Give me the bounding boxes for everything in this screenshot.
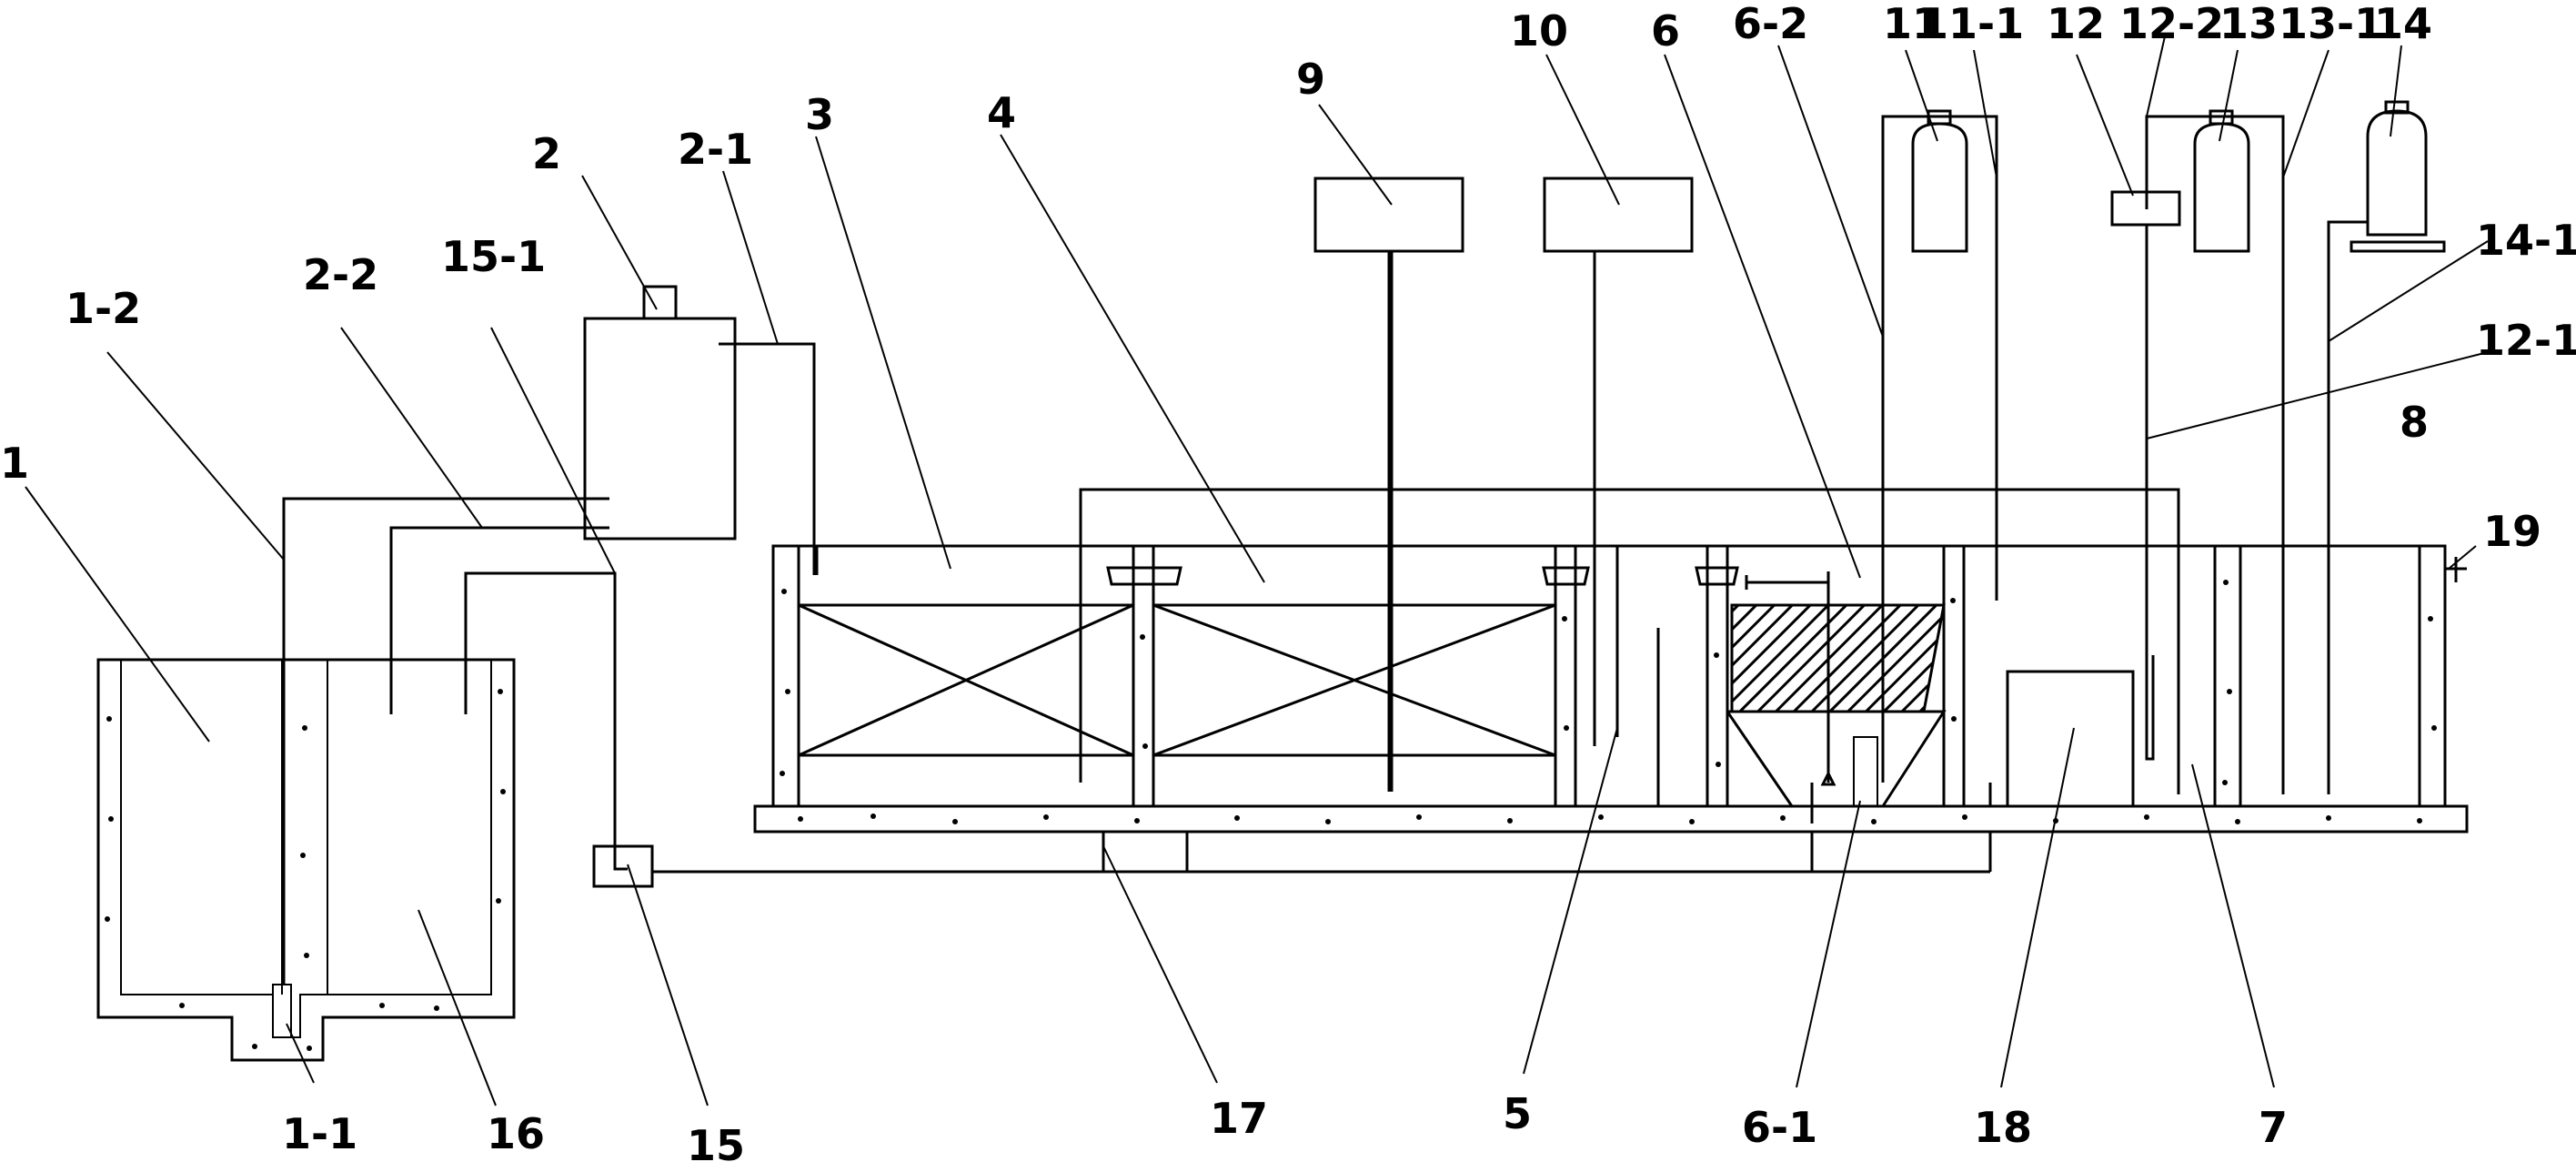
label-18: 18 <box>1974 1103 2032 1152</box>
label-14-1: 14-1 <box>2476 216 2576 265</box>
outflow-pipe <box>719 342 816 575</box>
label-12-1: 12-1 <box>2476 316 2576 365</box>
pipe-12-2 <box>2145 115 2285 794</box>
leader-lines <box>25 35 2489 1106</box>
label-11-1: 11-1 <box>1919 0 2024 48</box>
baffle-plates <box>1106 566 1739 586</box>
label-19: 19 <box>2483 507 2541 556</box>
control-box-10 <box>1543 177 1694 253</box>
lift-pipe <box>282 497 609 985</box>
label-2-2: 2-2 <box>303 250 378 299</box>
return-pipe <box>389 526 609 714</box>
tank-walls <box>771 544 2447 808</box>
label-8: 8 <box>2400 398 2429 447</box>
base-concrete-grain <box>798 813 2422 824</box>
label-2-1: 2-1 <box>678 125 753 174</box>
label-15: 15 <box>687 1121 745 1170</box>
label-6-1: 6-1 <box>1742 1103 1817 1152</box>
label-12: 12 <box>2047 0 2105 48</box>
pipe-14-1 <box>2327 220 2368 794</box>
settling-tank <box>1726 490 1947 823</box>
label-5: 5 <box>1503 1089 1532 1138</box>
pit-concrete-grain <box>105 689 506 1051</box>
gas-cylinder-11 <box>1911 109 1968 253</box>
label-1-1: 1-1 <box>282 1109 357 1158</box>
media-pack-4 <box>1152 603 1557 757</box>
label-1-2: 1-2 <box>65 284 141 333</box>
air-header <box>1079 488 2180 794</box>
label-16: 16 <box>487 1109 545 1158</box>
dosing-pump <box>592 844 654 888</box>
outlet-valve <box>2445 557 2467 582</box>
pipe-6-2 <box>1881 115 1998 546</box>
label-14: 14 <box>2374 0 2432 48</box>
gas-cylinder-14 <box>2350 100 2446 253</box>
control-box-9 <box>1313 177 1464 253</box>
label-1: 1 <box>0 439 29 488</box>
label-17: 17 <box>1210 1094 1268 1143</box>
regulating-tank <box>583 317 737 541</box>
label-13-1: 13-1 <box>2279 0 2383 48</box>
base-slab <box>753 804 2469 834</box>
label-7: 7 <box>2259 1103 2288 1152</box>
storage-pit <box>96 658 516 1062</box>
sludge-hopper-6-1 <box>1853 736 1878 807</box>
label-11: 11 <box>1883 0 1941 48</box>
submersible-pump <box>272 984 292 1038</box>
label-10: 10 <box>1510 6 1568 56</box>
pipe-12-1 <box>2145 225 2155 761</box>
label-4: 4 <box>987 88 1016 137</box>
label-6: 6 <box>1651 6 1680 56</box>
label-15-1: 15-1 <box>441 232 546 281</box>
label-13: 13 <box>2219 0 2278 48</box>
control-cabinet-18 <box>2006 670 2135 808</box>
wall-concrete-grain <box>780 580 2437 785</box>
label-6-2: 6-2 <box>1733 0 1808 48</box>
label-9: 9 <box>1296 55 1325 104</box>
label-12-2: 12-2 <box>2119 0 2224 48</box>
label-3: 3 <box>805 90 834 139</box>
regulating-tank-cap <box>642 285 678 320</box>
label-2: 2 <box>532 129 561 178</box>
gas-cylinder-13 <box>2193 109 2250 253</box>
media-pack-3 <box>797 603 1135 757</box>
